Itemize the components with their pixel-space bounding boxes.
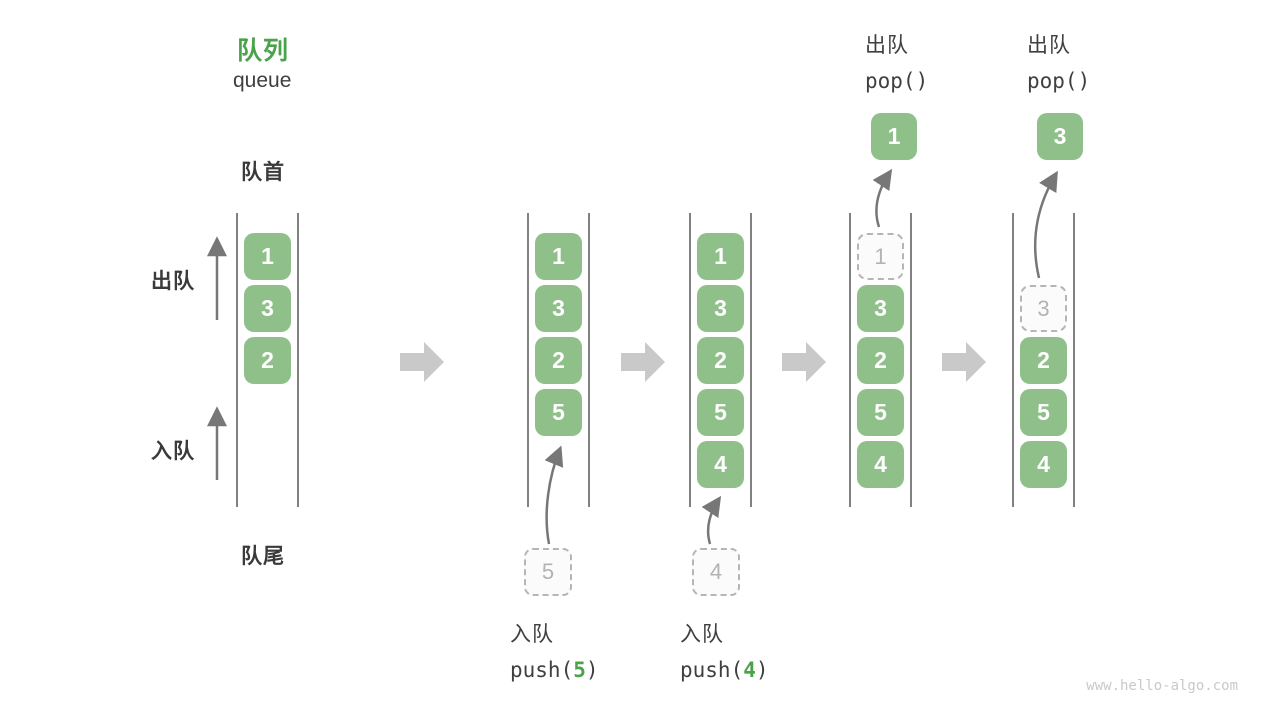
code-end: )	[755, 658, 769, 682]
queue-cell-removed: 3	[1020, 285, 1067, 332]
queue-cell: 4	[697, 441, 744, 488]
operation-push4: 入队 push(4)	[680, 618, 769, 682]
queue-cell: 3	[857, 285, 904, 332]
code-arg: 5	[573, 658, 586, 682]
operation-pop-first-zh: 出队	[865, 34, 909, 57]
code-fn: push(	[510, 658, 574, 682]
staging-cell: 4	[692, 548, 740, 596]
operation-pop-first-code: pop()	[865, 69, 929, 93]
pop1-arrow-icon	[872, 168, 893, 228]
push4-arrow-icon	[701, 495, 722, 545]
queue-cell: 2	[857, 337, 904, 384]
queue-cell: 1	[535, 233, 582, 280]
label-enqueue-direction: 入队	[151, 440, 195, 463]
transition-arrow-icon-3	[782, 342, 826, 382]
staging-cell: 5	[524, 548, 572, 596]
pop2-arrow-icon	[1033, 170, 1058, 279]
queue-cell: 1	[244, 233, 291, 280]
operation-push4-code: push(4)	[680, 658, 769, 682]
queue-cell: 2	[244, 337, 291, 384]
operation-push5-code: push(5)	[510, 658, 599, 682]
operation-pop-second-code: pop()	[1027, 69, 1091, 93]
queue-cell: 5	[697, 389, 744, 436]
transition-arrow-icon-4	[942, 342, 986, 382]
transition-arrow-icon-1	[400, 342, 444, 382]
queue-cell: 2	[697, 337, 744, 384]
queue-cell: 3	[535, 285, 582, 332]
queue-cell: 3	[697, 285, 744, 332]
code-end: )	[585, 658, 599, 682]
label-queue-front: 队首	[241, 161, 285, 184]
code-fn: push(	[680, 658, 744, 682]
operation-pop-second-zh: 出队	[1027, 34, 1071, 57]
queue-cell: 5	[1020, 389, 1067, 436]
page-title: 队列	[237, 37, 290, 65]
popped-cell: 3	[1037, 113, 1083, 160]
label-dequeue-direction: 出队	[151, 270, 195, 293]
queue-cell: 2	[535, 337, 582, 384]
label-queue-rear: 队尾	[241, 545, 285, 568]
queue-cell: 4	[857, 441, 904, 488]
page-subtitle: queue	[233, 69, 292, 92]
queue-cell-removed: 1	[857, 233, 904, 280]
operation-push5-zh: 入队	[510, 623, 554, 646]
watermark: www.hello-algo.com	[1086, 678, 1238, 694]
queue-cell: 1	[697, 233, 744, 280]
queue-cell: 3	[244, 285, 291, 332]
transition-arrow-icon-2	[621, 342, 665, 382]
operation-pop-second: 出队 pop()	[1027, 29, 1090, 93]
operation-push5: 入队 push(5)	[510, 618, 599, 682]
queue-cell: 4	[1020, 441, 1067, 488]
queue-cell: 5	[857, 389, 904, 436]
operation-push4-zh: 入队	[680, 623, 724, 646]
operation-pop-first: 出队 pop()	[865, 29, 928, 93]
code-arg: 4	[743, 658, 756, 682]
push5-arrow-icon	[544, 445, 564, 545]
queue-cell: 5	[535, 389, 582, 436]
queue-cell: 2	[1020, 337, 1067, 384]
popped-cell: 1	[871, 113, 917, 160]
